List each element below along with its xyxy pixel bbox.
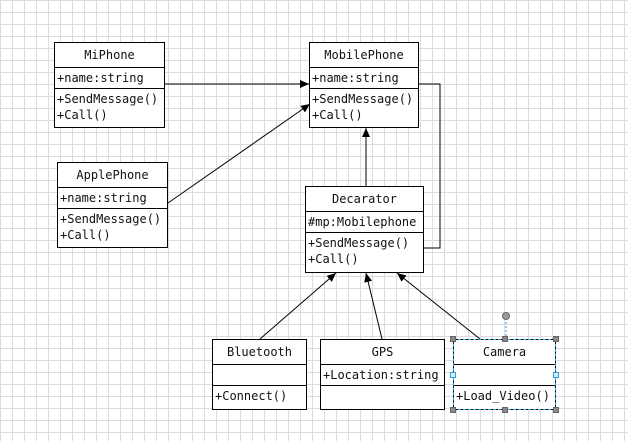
class-attributes: #mp:Mobilephone <box>306 212 423 233</box>
class-operations: +Connect() <box>213 386 306 406</box>
class-operations: +SendMessage() +Call() <box>58 209 167 245</box>
class-mobilephone[interactable]: MobilePhone +name:string +SendMessage() … <box>309 42 419 128</box>
class-attributes: +name:string <box>310 68 418 89</box>
operation: +Connect() <box>215 389 288 403</box>
attribute: +Location:string <box>323 368 439 382</box>
class-attributes: +Location:string <box>321 365 444 386</box>
class-gps[interactable]: GPS +Location:string <box>320 339 445 410</box>
attribute: #mp:Mobilephone <box>308 215 417 229</box>
edge-applephone-to-mobilephone <box>167 103 311 204</box>
operation: +Call() <box>312 108 363 122</box>
class-bluetooth[interactable]: Bluetooth +Connect() <box>212 339 307 410</box>
resize-handle-n[interactable] <box>502 336 508 342</box>
attribute: +name:string <box>312 71 399 85</box>
operation: +Call() <box>57 108 108 122</box>
resize-handle-nw[interactable] <box>450 336 456 342</box>
operation: +SendMessage() <box>57 92 159 106</box>
class-name: GPS <box>321 340 444 365</box>
connection-point-w[interactable] <box>450 372 456 378</box>
operation: +Call() <box>60 228 111 242</box>
class-name: Bluetooth <box>213 340 306 365</box>
class-name: ApplePhone <box>58 163 167 188</box>
selection-outline <box>453 339 556 410</box>
attribute: +name:string <box>57 71 144 85</box>
operation: +Load_Video() <box>456 389 550 403</box>
operation: +SendMessage() <box>308 236 410 250</box>
class-name: MiPhone <box>55 43 164 68</box>
class-attributes: +name:string <box>55 68 164 89</box>
resize-handle-s[interactable] <box>502 407 508 413</box>
operation: +SendMessage() <box>312 92 414 106</box>
edge-decarator-aggregates-mobilephone <box>419 83 441 249</box>
operation: +SendMessage() <box>60 212 162 226</box>
class-operations: +Load_Video() <box>454 386 555 406</box>
class-name: Camera <box>454 340 555 365</box>
resize-handle-ne[interactable] <box>553 336 559 342</box>
class-applephone[interactable]: ApplePhone +name:string +SendMessage() +… <box>57 162 168 248</box>
resize-handle-se[interactable] <box>553 407 559 413</box>
class-name: Decarator <box>306 187 423 212</box>
class-name: MobilePhone <box>310 43 418 68</box>
operation: +Call() <box>308 252 359 266</box>
class-attributes <box>213 365 306 386</box>
class-decarator[interactable]: Decarator #mp:Mobilephone +SendMessage()… <box>305 186 424 273</box>
class-attributes: +name:string <box>58 188 167 209</box>
class-operations: +SendMessage() +Call() <box>306 233 423 269</box>
connection-point-e[interactable] <box>553 372 559 378</box>
rotate-handle[interactable] <box>502 312 510 320</box>
class-miphone[interactable]: MiPhone +name:string +SendMessage() +Cal… <box>54 42 165 128</box>
attribute: +name:string <box>60 191 147 205</box>
edge-bluetooth-to-decarator <box>259 272 337 340</box>
class-operations <box>321 386 444 390</box>
edge-gps-to-decarator <box>364 272 383 340</box>
class-operations: +SendMessage() +Call() <box>310 89 418 125</box>
class-operations: +SendMessage() +Call() <box>55 89 164 125</box>
class-attributes <box>454 365 555 386</box>
resize-handle-sw[interactable] <box>450 407 456 413</box>
edge-camera-to-decarator <box>396 272 481 340</box>
